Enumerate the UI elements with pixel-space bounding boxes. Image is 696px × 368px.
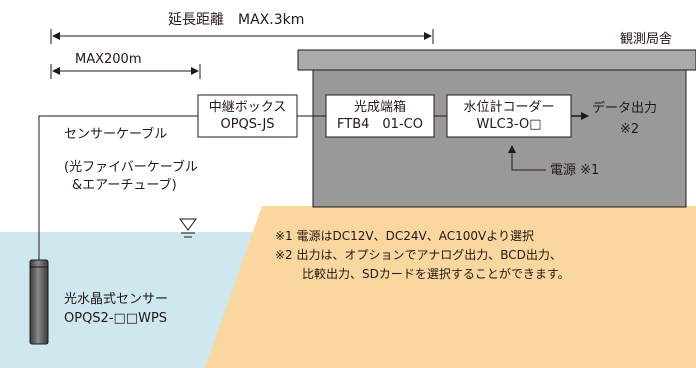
sensor-body <box>29 259 49 345</box>
recorder-box <box>446 94 572 138</box>
note-output: ※2 出力は、オプションでアナログ出力、BCD出力、 <box>275 248 562 262</box>
terminal-box-label: 光成端箱 FTB4 01-CO <box>326 99 434 133</box>
terminal-box-title: 光成端箱 <box>353 100 406 115</box>
cable-span-label: MAX200m <box>75 52 142 67</box>
terminal-box-model: FTB4 01-CO <box>337 117 423 132</box>
water-level-icon <box>179 218 197 238</box>
terminal-box <box>325 94 435 138</box>
building-body <box>312 69 687 208</box>
recorder-box-label: 水位計コーダー WLC3-O□ <box>447 99 571 133</box>
data-output-note: ※2 <box>620 122 640 137</box>
cable-detail-line1: (光ファイバーケーブル <box>64 160 199 175</box>
relay-box-model: OPQS-JS <box>220 117 275 132</box>
total-span-label: 延長距離 MAX.3km <box>168 12 305 28</box>
building-roof <box>297 49 696 71</box>
building-label: 観測局舎 <box>620 32 673 47</box>
note-output-cont: 比較出力、SDカードを選択することができます。 <box>302 267 570 281</box>
ground <box>205 206 696 368</box>
power-arrow <box>508 145 546 171</box>
note-power: ※1 電源はDC12V、DC24V、AC100Vより選択 <box>275 229 534 243</box>
power-label: 電源 ※1 <box>550 163 600 178</box>
cable-label: センサーケーブル <box>64 127 168 142</box>
data-output-label: データ出力 <box>592 101 658 116</box>
cable-detail-line2: &エアーチューブ) <box>72 178 177 193</box>
recorder-box-title: 水位計コーダー <box>463 100 555 115</box>
relay-box-title: 中継ボックス <box>208 100 287 115</box>
relay-box-label: 中継ボックス OPQS-JS <box>198 99 297 133</box>
sensor-model: OPQS2-□□WPS <box>64 311 168 326</box>
recorder-box-model: WLC3-O□ <box>476 117 542 132</box>
sensor-cable <box>38 115 198 260</box>
sensor-label: 光水晶式センサー <box>64 292 169 307</box>
relay-box <box>197 94 298 138</box>
